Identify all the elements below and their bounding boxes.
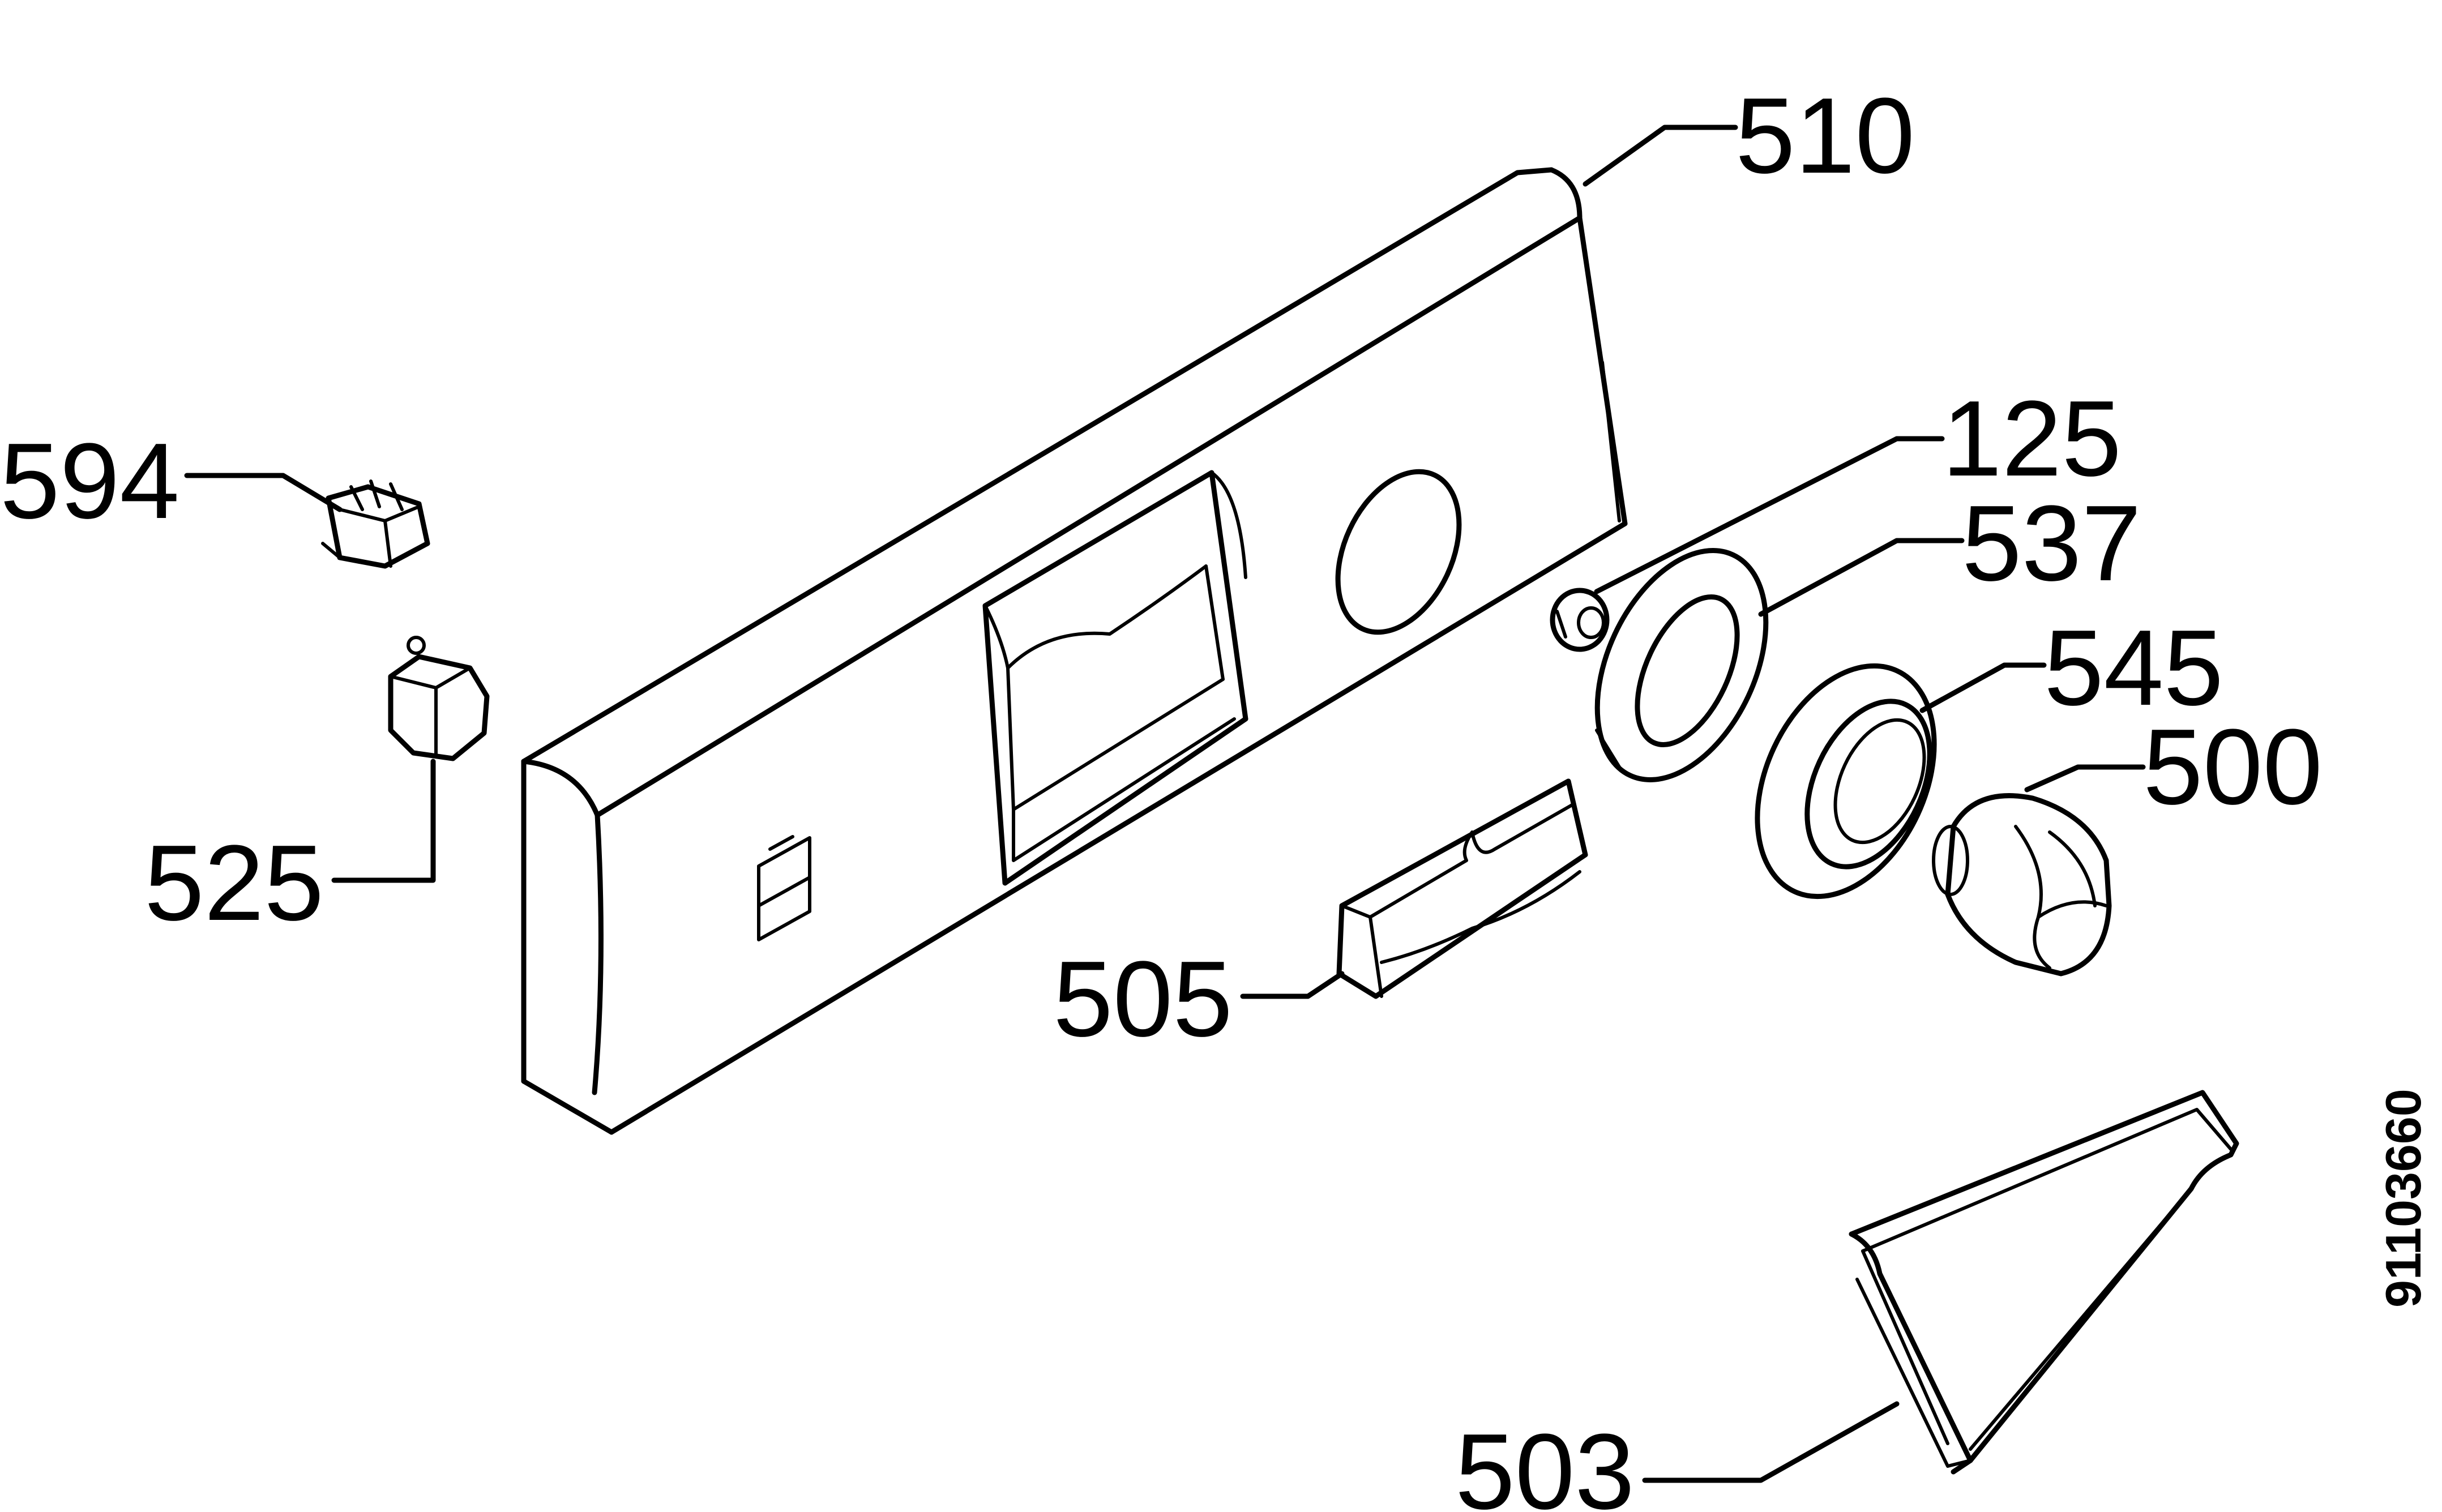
leader-537 bbox=[1758, 538, 1965, 617]
leader-505 bbox=[1240, 971, 1345, 999]
label-503: 503 bbox=[1455, 1412, 1635, 1512]
part-503-cover bbox=[1849, 1090, 2239, 1475]
label-510: 510 bbox=[1735, 76, 1915, 196]
label-505: 505 bbox=[1053, 939, 1233, 1059]
label-537: 537 bbox=[1962, 483, 2141, 603]
label-500: 500 bbox=[2143, 707, 2323, 827]
document-id: 91103660 bbox=[2375, 1089, 2431, 1308]
label-525: 525 bbox=[144, 823, 324, 943]
leader-503 bbox=[1642, 1401, 1900, 1483]
part-537-ring bbox=[1594, 548, 1769, 782]
leader-525 bbox=[331, 759, 436, 883]
part-545-ring bbox=[1755, 663, 1937, 900]
part-500-knob bbox=[1932, 793, 2112, 976]
part-505-slider bbox=[1336, 778, 1588, 999]
leader-125 bbox=[1594, 436, 1945, 594]
leader-500 bbox=[2024, 764, 2146, 793]
leader-594 bbox=[184, 473, 343, 512]
part-510-control-panel bbox=[521, 167, 1628, 1135]
label-545: 545 bbox=[2044, 608, 2223, 728]
label-125: 125 bbox=[1942, 379, 2122, 499]
leader-510 bbox=[1583, 125, 1738, 187]
leader-545 bbox=[1919, 662, 2047, 713]
label-594: 594 bbox=[0, 421, 179, 541]
part-125-bushing bbox=[1550, 588, 1610, 652]
part-525-block bbox=[388, 636, 490, 761]
part-594-connector bbox=[321, 479, 430, 569]
